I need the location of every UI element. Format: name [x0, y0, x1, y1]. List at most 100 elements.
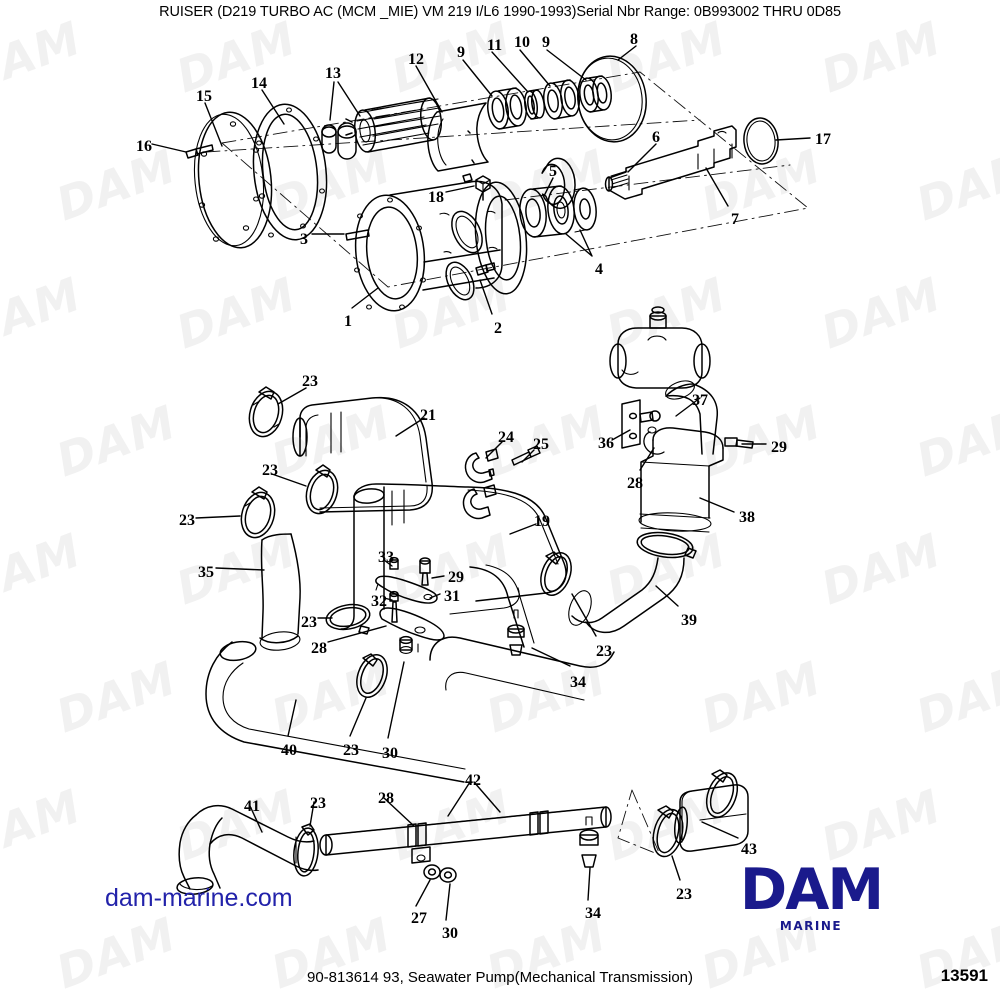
callout-34: 34	[585, 905, 601, 922]
callout-29: 29	[771, 439, 787, 456]
part-12-cam	[427, 102, 489, 172]
pump-assembly-group	[185, 55, 809, 312]
clamp-23-i	[705, 769, 739, 818]
part-34-fitting-a	[507, 609, 525, 656]
callout-28: 28	[311, 640, 327, 657]
part-1-housing	[354, 180, 528, 312]
callout-40: 40	[281, 742, 297, 759]
callout-38: 38	[739, 509, 755, 526]
hose-41	[176, 804, 319, 895]
hose-35	[259, 533, 301, 651]
part-13-spacers	[321, 122, 357, 160]
callout-16: 16	[136, 138, 152, 155]
callout-28: 28	[627, 475, 643, 492]
callout-31: 31	[444, 588, 460, 605]
clamp-23-f	[356, 653, 388, 698]
callout-28: 28	[378, 790, 394, 807]
part-14-gasket	[252, 103, 328, 241]
callout-30: 30	[442, 925, 458, 942]
figure-caption: 90-813614 93, Seawater Pump(Mechanical T…	[306, 969, 694, 986]
figure-number: 13591	[940, 966, 988, 985]
callout-7: 7	[731, 211, 739, 228]
callout-9: 9	[542, 34, 550, 51]
leader-lines	[151, 45, 811, 921]
callout-32: 32	[371, 593, 387, 610]
clamp-23-e	[540, 551, 572, 596]
callout-29: 29	[448, 569, 464, 586]
part-27-30-hardware	[423, 864, 457, 883]
callout-21: 21	[420, 407, 436, 424]
callout-27: 27	[411, 910, 427, 927]
part-9-seal-right	[579, 75, 612, 113]
part-16-screw	[185, 144, 214, 159]
callout-14: 14	[251, 75, 267, 92]
callout-8: 8	[630, 31, 638, 48]
callout-23: 23	[301, 614, 317, 631]
pipe-lower-run	[429, 564, 615, 701]
hose-40	[205, 640, 466, 783]
callout-33: 33	[378, 549, 394, 566]
part-9-seal-left	[487, 87, 527, 130]
right-branch	[568, 306, 754, 634]
part-18-nut	[475, 175, 491, 201]
callout-11: 11	[487, 37, 503, 54]
callout-15: 15	[196, 88, 212, 105]
clamp-23-d	[325, 603, 371, 635]
part-34-fitting-b	[579, 816, 599, 868]
clamp-23-c	[240, 486, 276, 539]
part-30-plug-a	[399, 635, 413, 654]
callout-43: 43	[741, 841, 757, 858]
callout-1: 1	[344, 313, 352, 330]
clamp-23-a	[248, 386, 284, 438]
callout-23: 23	[676, 886, 692, 903]
callout-39: 39	[681, 612, 697, 629]
hose-43	[673, 784, 749, 852]
callout-37: 37	[692, 392, 708, 409]
callout-9: 9	[457, 44, 465, 61]
callout-23: 23	[302, 373, 318, 390]
part-24-bracket	[462, 448, 499, 520]
callout-6: 6	[652, 129, 660, 146]
tube-42	[319, 806, 612, 864]
logo-wordmark: DAM	[739, 857, 884, 923]
callout-10: 10	[514, 34, 530, 51]
callout-13: 13	[325, 65, 341, 82]
callout-12: 12	[408, 51, 424, 68]
dam-marine-logo: DAM MARINE	[713, 857, 909, 934]
callout-23: 23	[179, 512, 195, 529]
callout-2: 2	[494, 320, 502, 337]
callout-24: 24	[498, 429, 514, 446]
callout-42: 42	[465, 772, 481, 789]
callout-4: 4	[595, 261, 603, 278]
callout-19: 19	[534, 513, 550, 530]
callout-23: 23	[310, 795, 326, 812]
callout-23: 23	[262, 462, 278, 479]
part-10-bearing	[542, 79, 581, 120]
part-2-studs	[462, 173, 496, 276]
part-29-bolt-b	[419, 557, 431, 586]
callout-17: 17	[815, 131, 831, 148]
callout-23: 23	[343, 742, 359, 759]
callout-25: 25	[533, 436, 549, 453]
callout-34: 34	[570, 674, 586, 691]
page-title: RUISER (D219 TURBO AC (MCM _MIE) VM 219 …	[159, 4, 841, 20]
hose-21	[292, 396, 434, 513]
callout-30: 30	[382, 745, 398, 762]
part-impeller	[345, 97, 443, 153]
clamp-23-g	[293, 823, 319, 877]
callout-35: 35	[198, 564, 214, 581]
part-3-pin	[345, 229, 370, 241]
callout-5: 5	[549, 163, 557, 180]
part-5-4-bearings	[519, 185, 597, 238]
callout-23: 23	[596, 643, 612, 660]
hose-routing-group	[205, 306, 754, 783]
website-watermark: dam-marine.com	[105, 884, 293, 912]
part-17-ring	[743, 117, 779, 165]
part-8-oring	[577, 55, 647, 143]
callout-41: 41	[244, 798, 260, 815]
callout-36: 36	[598, 435, 614, 452]
logo-subtext: MARINE	[779, 919, 843, 934]
part-6-snapring	[541, 157, 576, 209]
clamp-23-b	[305, 464, 339, 515]
